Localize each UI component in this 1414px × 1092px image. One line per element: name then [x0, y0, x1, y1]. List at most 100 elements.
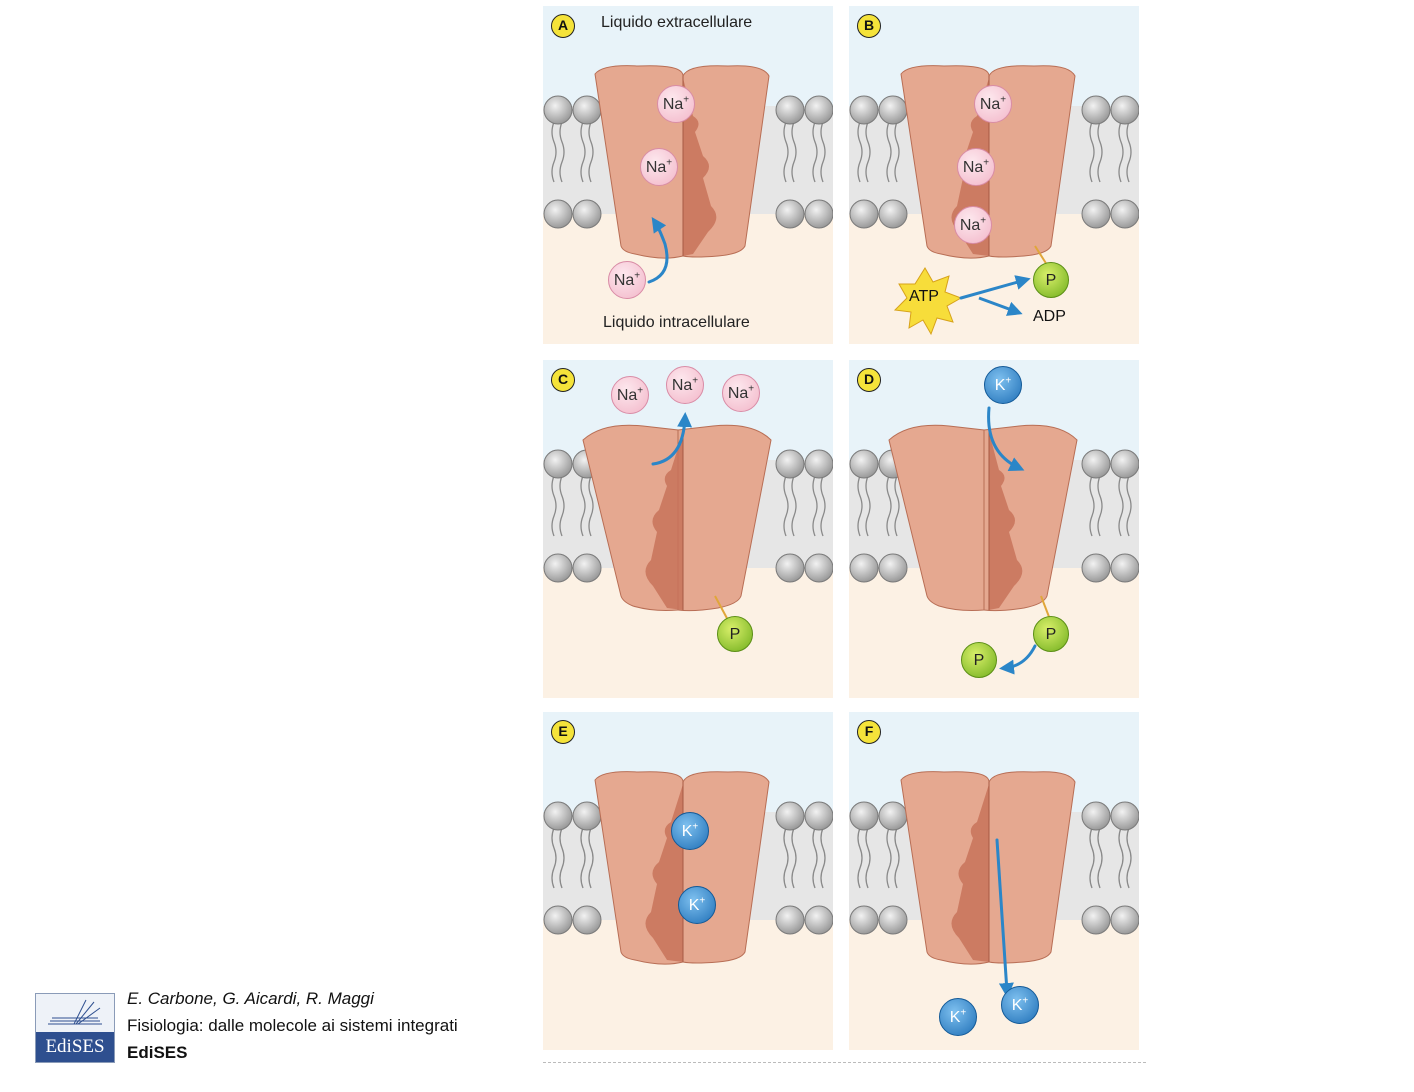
lipid-tail: [1089, 827, 1095, 889]
ion-charge: +: [1022, 995, 1029, 1007]
potassium-ion: K+: [1001, 986, 1039, 1024]
lipid-tail: [894, 827, 900, 889]
lipid-bilayer: [849, 449, 1139, 583]
ion-symbol: Na: [645, 159, 667, 176]
lipid-tail: [894, 121, 900, 183]
lipid-tail: [812, 827, 818, 889]
panel-letter-badge: B: [857, 14, 881, 38]
lipid-tail: [791, 827, 797, 889]
lipid-head: [775, 553, 805, 583]
ion-charge: +: [983, 157, 990, 169]
pump-protein: [582, 424, 772, 612]
lipid-tail: [865, 475, 871, 537]
lipid-head: [543, 905, 573, 935]
panel-c-graphic: [543, 360, 833, 698]
protein-subunit-left: [888, 424, 985, 611]
lipid-head: [1081, 199, 1111, 229]
lipid-head: [849, 801, 879, 831]
lipid-head: [775, 449, 805, 479]
lipid-head: [849, 199, 879, 229]
lipid-tail: [559, 827, 565, 889]
lipid-head: [804, 801, 833, 831]
lipid-tail: [580, 475, 586, 537]
lipid-tail: [580, 121, 586, 183]
lipid-bilayer: [849, 801, 1139, 935]
flow-arrow: [995, 838, 1014, 998]
lipid-head: [572, 199, 602, 229]
edises-logo: EdiSES: [35, 993, 115, 1063]
lipid-head: [849, 553, 879, 583]
lipid-tail: [791, 475, 797, 537]
lipid-tail: [783, 121, 789, 183]
flow-arrow: [978, 296, 1023, 316]
lipid-tail: [1118, 827, 1124, 889]
ion-charge: +: [1000, 94, 1007, 106]
binding-site: [951, 784, 989, 962]
lipid-head: [775, 199, 805, 229]
lipid-head: [572, 553, 602, 583]
ion-symbol: Na: [616, 387, 638, 404]
protein-subunit-right: [677, 424, 772, 612]
lipid-tail: [857, 827, 863, 889]
pump-protein: [594, 771, 770, 965]
lipid-tail: [588, 827, 594, 889]
ion-charge: +: [692, 375, 699, 387]
binding-site: [989, 432, 1023, 610]
flow-arrow: [999, 644, 1037, 675]
pump-protein: [888, 424, 1078, 612]
panel-f: F K+K+: [849, 712, 1139, 1050]
potassium-ion: K+: [678, 886, 716, 924]
sodium-ion: Na+: [954, 206, 992, 244]
lipid-head: [543, 199, 573, 229]
potassium-ion: K+: [984, 366, 1022, 404]
citation-publisher: EdiSES: [127, 1043, 188, 1062]
lipid-tail: [1118, 475, 1124, 537]
lipid-tail: [886, 121, 892, 183]
lipid-tail: [857, 475, 863, 537]
lipid-tail: [551, 475, 557, 537]
lipid-head: [849, 449, 879, 479]
lipid-head: [849, 95, 879, 125]
binding-site: [683, 78, 717, 256]
lipid-tail: [580, 827, 586, 889]
sodium-ion: Na+: [722, 374, 760, 412]
phosphate-group: P: [961, 642, 997, 678]
lipid-head: [1110, 199, 1139, 229]
ion-charge: +: [980, 215, 987, 227]
ion-symbol: Na: [613, 272, 635, 289]
ion-symbol: Na: [962, 159, 984, 176]
ion-symbol: K: [688, 897, 700, 914]
lipid-head: [1081, 449, 1111, 479]
citation-title: Fisiologia: dalle molecole ai sistemi in…: [127, 1016, 458, 1035]
panel-letter-badge: C: [551, 368, 575, 392]
citation-authors: E. Carbone, G. Aicardi, R. Maggi: [127, 989, 374, 1008]
lipid-tail: [886, 827, 892, 889]
lipid-tail: [1089, 475, 1095, 537]
protein-subunit-right: [988, 65, 1076, 258]
sodium-ion: Na+: [957, 148, 995, 186]
lipid-head: [878, 553, 908, 583]
panel-f-graphic: [849, 712, 1139, 1050]
lipid-head: [1110, 801, 1139, 831]
ion-symbol: K: [994, 377, 1006, 394]
lipid-tail: [588, 121, 594, 183]
panel-a: A Liquido extracellulare Liquido intrace…: [543, 6, 833, 344]
ion-symbol: Na: [959, 217, 981, 234]
panel-letter-badge: E: [551, 720, 575, 744]
lipid-tail: [1097, 475, 1103, 537]
atp-label: ATP: [909, 288, 939, 305]
panel-d-graphic: [849, 360, 1139, 698]
atp-burst: [893, 267, 963, 336]
phosphate-group: P: [717, 616, 753, 652]
phosphate-group: P: [1033, 262, 1069, 298]
ion-symbol: Na: [662, 96, 684, 113]
lipid-head: [878, 95, 908, 125]
lipid-tail: [1097, 827, 1103, 889]
logo-text: EdiSES: [36, 1032, 114, 1062]
lipid-tail: [1126, 475, 1132, 537]
lipid-head: [1110, 905, 1139, 935]
ion-symbol: Na: [727, 385, 749, 402]
lipid-head: [804, 199, 833, 229]
pump-protein: [900, 771, 1076, 965]
bottom-divider: [543, 1062, 1146, 1063]
